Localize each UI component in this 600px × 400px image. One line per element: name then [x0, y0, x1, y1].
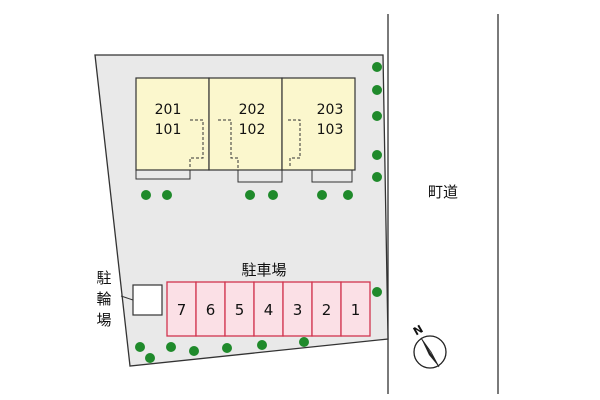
parking-stall-box	[311, 281, 342, 337]
parking-stall: 4	[253, 281, 284, 337]
parking-stall: 3	[282, 281, 313, 337]
entrance-step	[311, 170, 353, 183]
bicycle-label-char: 輪	[96, 290, 111, 308]
unit-label-upper: 201	[155, 102, 182, 118]
tree-icon	[372, 172, 382, 182]
stair-outline	[288, 119, 301, 168]
tree-icon	[145, 353, 155, 363]
building-body	[135, 77, 210, 171]
parking-stall-box	[282, 281, 313, 337]
tree-icon	[222, 343, 232, 353]
parking-stall-box	[253, 281, 284, 337]
building-block: 201 101 202 102 203 103	[135, 77, 356, 183]
unit-label-upper: 202	[239, 102, 266, 118]
parking-stall-number: 2	[322, 301, 332, 319]
unit-label-lower: 103	[317, 122, 344, 138]
parking-stall-number: 3	[293, 301, 303, 319]
parking-stall: 1	[340, 281, 371, 337]
tree-icon	[317, 190, 327, 200]
parking-stall-number: 6	[206, 301, 216, 319]
bicycle-label-char: 駐	[96, 269, 111, 287]
parking-stall: 7	[166, 281, 197, 337]
building-unit-2: 202 102	[208, 77, 283, 183]
tree-icon	[343, 190, 353, 200]
north-label: N	[411, 322, 425, 338]
tree-icon	[268, 190, 278, 200]
tree-icon	[299, 337, 309, 347]
unit-label-upper: 203	[317, 102, 344, 118]
road-label: 町道	[428, 183, 458, 201]
stair-outline	[189, 119, 204, 168]
parking-stall-number: 4	[264, 301, 274, 319]
parking-stall-number: 5	[235, 301, 245, 319]
tree-icon	[166, 342, 176, 352]
parking-stall: 6	[195, 281, 226, 337]
building-unit-1: 201 101	[135, 77, 210, 180]
bicycle-label-char: 場	[96, 311, 111, 329]
entrance-step	[135, 170, 191, 180]
building-body	[281, 77, 356, 171]
parking-stall: 2	[311, 281, 342, 337]
tree-icon	[162, 190, 172, 200]
stair-outline	[218, 119, 239, 170]
bicycle-parking-leader	[120, 295, 134, 301]
tree-icon	[189, 346, 199, 356]
tree-icon	[372, 111, 382, 121]
parking-stall-box	[340, 281, 371, 337]
tree-icon	[135, 342, 145, 352]
tree-icon	[372, 150, 382, 160]
building-body	[208, 77, 283, 171]
bicycle-parking-box	[132, 284, 163, 316]
bicycle-parking-label: 駐 輪 場	[96, 269, 111, 329]
building-unit-3: 203 103	[281, 77, 356, 183]
unit-label-lower: 101	[155, 122, 182, 138]
parking-stall-number: 7	[177, 301, 187, 319]
parking-stall: 5	[224, 281, 255, 337]
parking-title: 駐車場	[241, 261, 286, 279]
north-arrow-icon: N	[411, 322, 447, 369]
tree-icon	[245, 190, 255, 200]
tree-icon	[257, 340, 267, 350]
tree-icon	[372, 85, 382, 95]
unit-label-lower: 102	[239, 122, 266, 138]
tree-icon	[372, 62, 382, 72]
entrance-step	[237, 170, 283, 183]
tree-icon	[372, 287, 382, 297]
tree-icon	[141, 190, 151, 200]
parking-stall-number: 1	[351, 301, 361, 319]
parking-stalls: 7 6 5 4 3 2 1	[166, 281, 371, 337]
trees	[135, 62, 382, 363]
